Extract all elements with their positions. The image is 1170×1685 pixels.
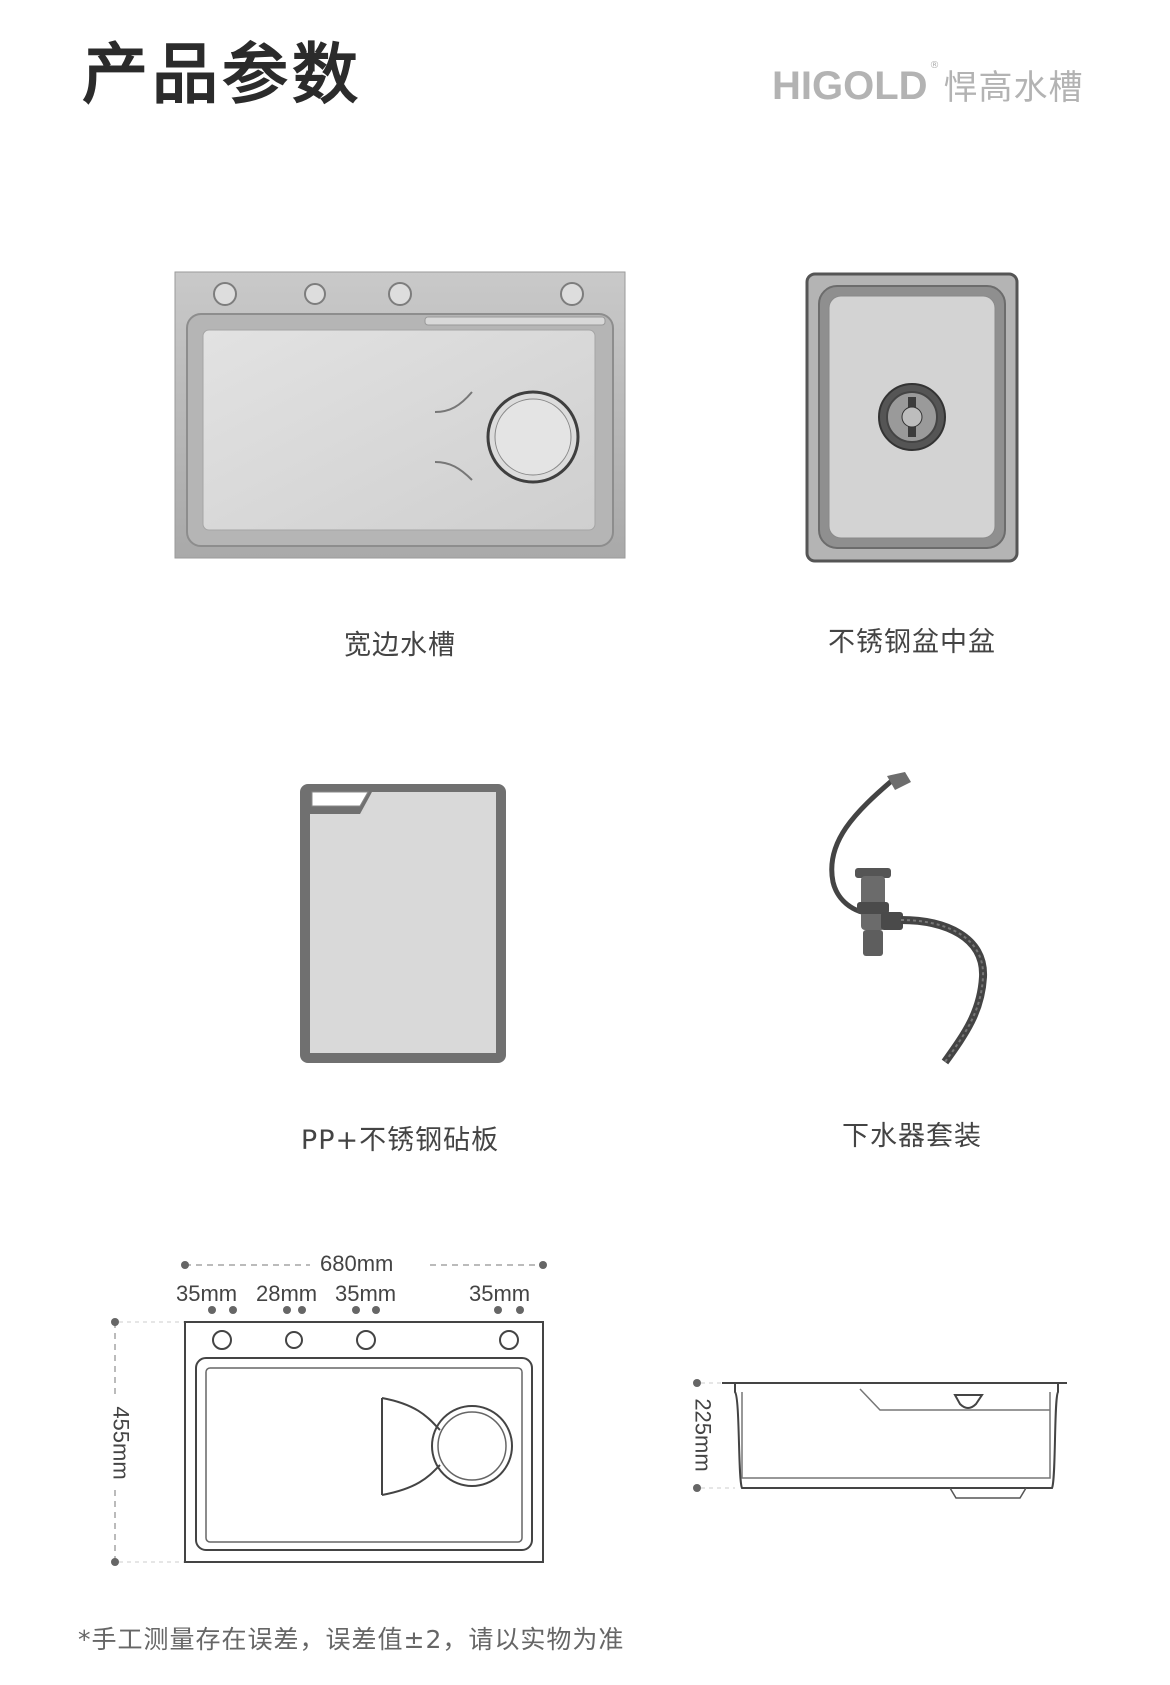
dim-hole-spacing-2: 28mm — [256, 1281, 318, 1306]
drain-kit-image — [829, 772, 988, 1065]
product-caption-inner-basin: 不锈钢盆中盆 — [828, 627, 996, 658]
product-caption-wide-sink: 宽边水槽 — [344, 630, 456, 661]
dim-height: 225mm — [690, 1398, 716, 1472]
dim-hole-spacing-1: 35mm — [176, 1281, 238, 1306]
dim-hole-spacing-3: 35mm — [335, 1281, 397, 1306]
brand-logo: HIGOLD ® 悍高水槽 — [772, 60, 1084, 108]
cutting-board-image — [300, 784, 506, 1063]
product-caption-cutting-board: PP+不锈钢砧板 — [300, 1125, 500, 1156]
dim-hole-spacing-4: 35mm — [469, 1281, 531, 1306]
wide-sink-image — [174, 271, 626, 559]
page-title: 产品参数 — [82, 36, 362, 113]
brand-registered-mark: ® — [929, 60, 940, 71]
brand-name-cn: 悍高水槽 — [943, 68, 1084, 108]
measurement-footnote: *手工测量存在误差，误差值±2，请以实物为准 — [78, 1625, 625, 1654]
dim-total-width: 680mm — [320, 1251, 394, 1276]
inner-basin-image — [805, 272, 1019, 563]
product-caption-drain-kit: 下水器套装 — [842, 1121, 982, 1152]
brand-name-en: HIGOLD — [772, 64, 928, 108]
dim-depth: 455mm — [108, 1406, 134, 1480]
